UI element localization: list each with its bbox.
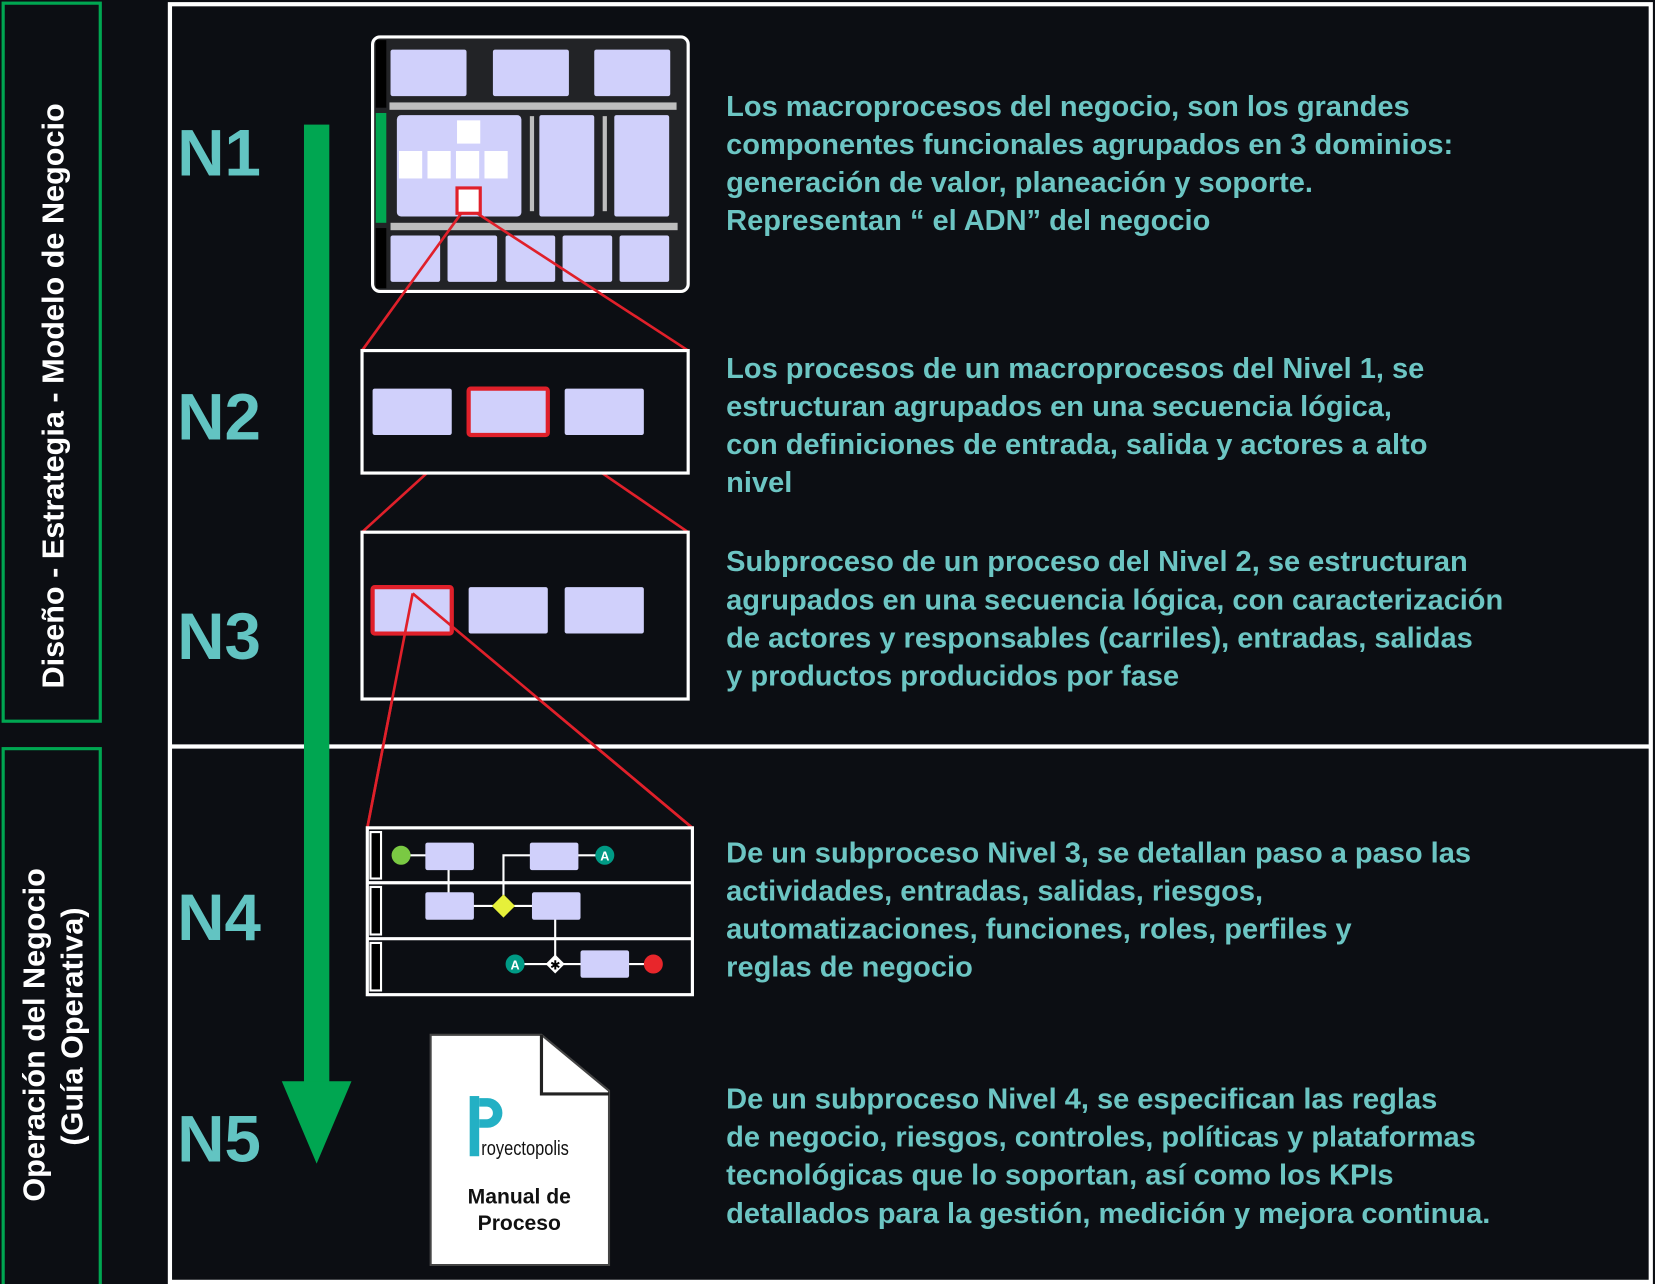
parallel-gateway-icon [545, 954, 565, 974]
level-description-n4: De un subproceso Nivel 3, se detallan pa… [726, 838, 1471, 984]
level-label-n3: N3 [177, 600, 261, 673]
svg-text:generación de valor, planeació: generación de valor, planeación y soport… [726, 167, 1313, 199]
svg-text:de actores y responsables (car: de actores y responsables (carriles), en… [726, 622, 1473, 654]
svg-text:y productos producidos por fas: y productos producidos por fase [726, 660, 1179, 692]
design-side-label: Diseño - Estrategia - Modelo de Negocio [36, 103, 70, 688]
n1-macroprocess-map [371, 35, 690, 294]
main-panel [167, 2, 1653, 1284]
start-event-icon [391, 845, 411, 865]
proyectopolis-logo: royectopolis [469, 1096, 569, 1160]
svg-text:componentes funcionales agrupa: componentes funcionales agrupados en 3 d… [726, 129, 1453, 161]
level-label-n1: N1 [177, 116, 261, 189]
end-event-icon [643, 954, 663, 974]
svg-text:De un subproceso Nivel 4, se e: De un subproceso Nivel 4, se especifican… [726, 1084, 1437, 1116]
svg-text:A: A [600, 850, 609, 864]
level-label-n2: N2 [177, 380, 261, 453]
svg-text:detallados para la gestión, me: detallados para la gestión, medición y m… [726, 1198, 1490, 1230]
svg-text:reglas de negocio: reglas de negocio [726, 952, 973, 984]
svg-text:Los macroprocesos del negocio,: Los macroprocesos del negocio, son los g… [726, 91, 1410, 123]
svg-text:agrupados en una secuencia lóg: agrupados en una secuencia lógica, con c… [726, 584, 1503, 616]
svg-text:De un subproceso Nivel 3, se d: De un subproceso Nivel 3, se detallan pa… [726, 838, 1471, 870]
gateway-icon [491, 894, 516, 918]
n4-swimlane-diagram: A A ✱ [365, 826, 694, 997]
level-label-n5: N5 [177, 1103, 261, 1176]
document-title-line1: Manual de [468, 1186, 571, 1209]
design-side-panel: Diseño - Estrategia - Modelo de Negocio [1, 1, 102, 723]
svg-text:automatizaciones, funciones, r: automatizaciones, funciones, roles, perf… [726, 914, 1352, 946]
svg-text:estructuran agrupados en una s: estructuran agrupados en una secuencia l… [726, 391, 1392, 423]
operation-side-sublabel: (Guía Operativa) [55, 907, 89, 1145]
operation-side-panel: Operación del Negocio (Guía Operativa) [1, 747, 102, 1284]
process-manual-document-icon: royectopolis Manual de Proceso [429, 1033, 611, 1267]
connector-a-icon [505, 954, 525, 974]
svg-text:tecnológicas que lo soportan,: tecnológicas que lo soportan, así como l… [726, 1160, 1393, 1192]
svg-text:Representan “ el ADN” del nego: Representan “ el ADN” del negocio [726, 205, 1210, 237]
svg-text:nivel: nivel [726, 467, 792, 499]
operation-side-label: Operación del Negocio [17, 868, 51, 1201]
svg-text:A: A [511, 958, 520, 972]
svg-text:✱: ✱ [550, 957, 561, 972]
n3-subprocess-sequence [360, 530, 694, 829]
connector-a-icon [595, 845, 615, 865]
level-description-n3: Subproceso de un proceso del Nivel 2, se… [726, 546, 1503, 692]
document-title-line2: Proceso [478, 1212, 561, 1235]
level-description-n5: De un subproceso Nivel 4, se especifican… [726, 1084, 1490, 1230]
down-arrow-icon [281, 124, 352, 1164]
level-description-n1: Los macroprocesos del negocio, son los g… [726, 91, 1453, 237]
level-description-n2: Los procesos de un macroprocesos del Niv… [726, 353, 1427, 499]
level-label-n4: N4 [177, 881, 261, 954]
svg-text:actividades, entradas, salidas: actividades, entradas, salidas, riesgos, [726, 876, 1263, 908]
svg-text:Los procesos de un macroproces: Los procesos de un macroprocesos del Niv… [726, 353, 1424, 385]
svg-text:con definiciones de entrada, s: con definiciones de entrada, salida y ac… [726, 429, 1427, 461]
n2-process-sequence [360, 348, 690, 475]
svg-text:Subproceso de un proceso del N: Subproceso de un proceso del Nivel 2, se… [726, 546, 1468, 578]
svg-text:royectopolis: royectopolis [481, 1138, 569, 1160]
svg-text:de negocio, riesgos, controles: de negocio, riesgos, controles, política… [726, 1122, 1476, 1154]
